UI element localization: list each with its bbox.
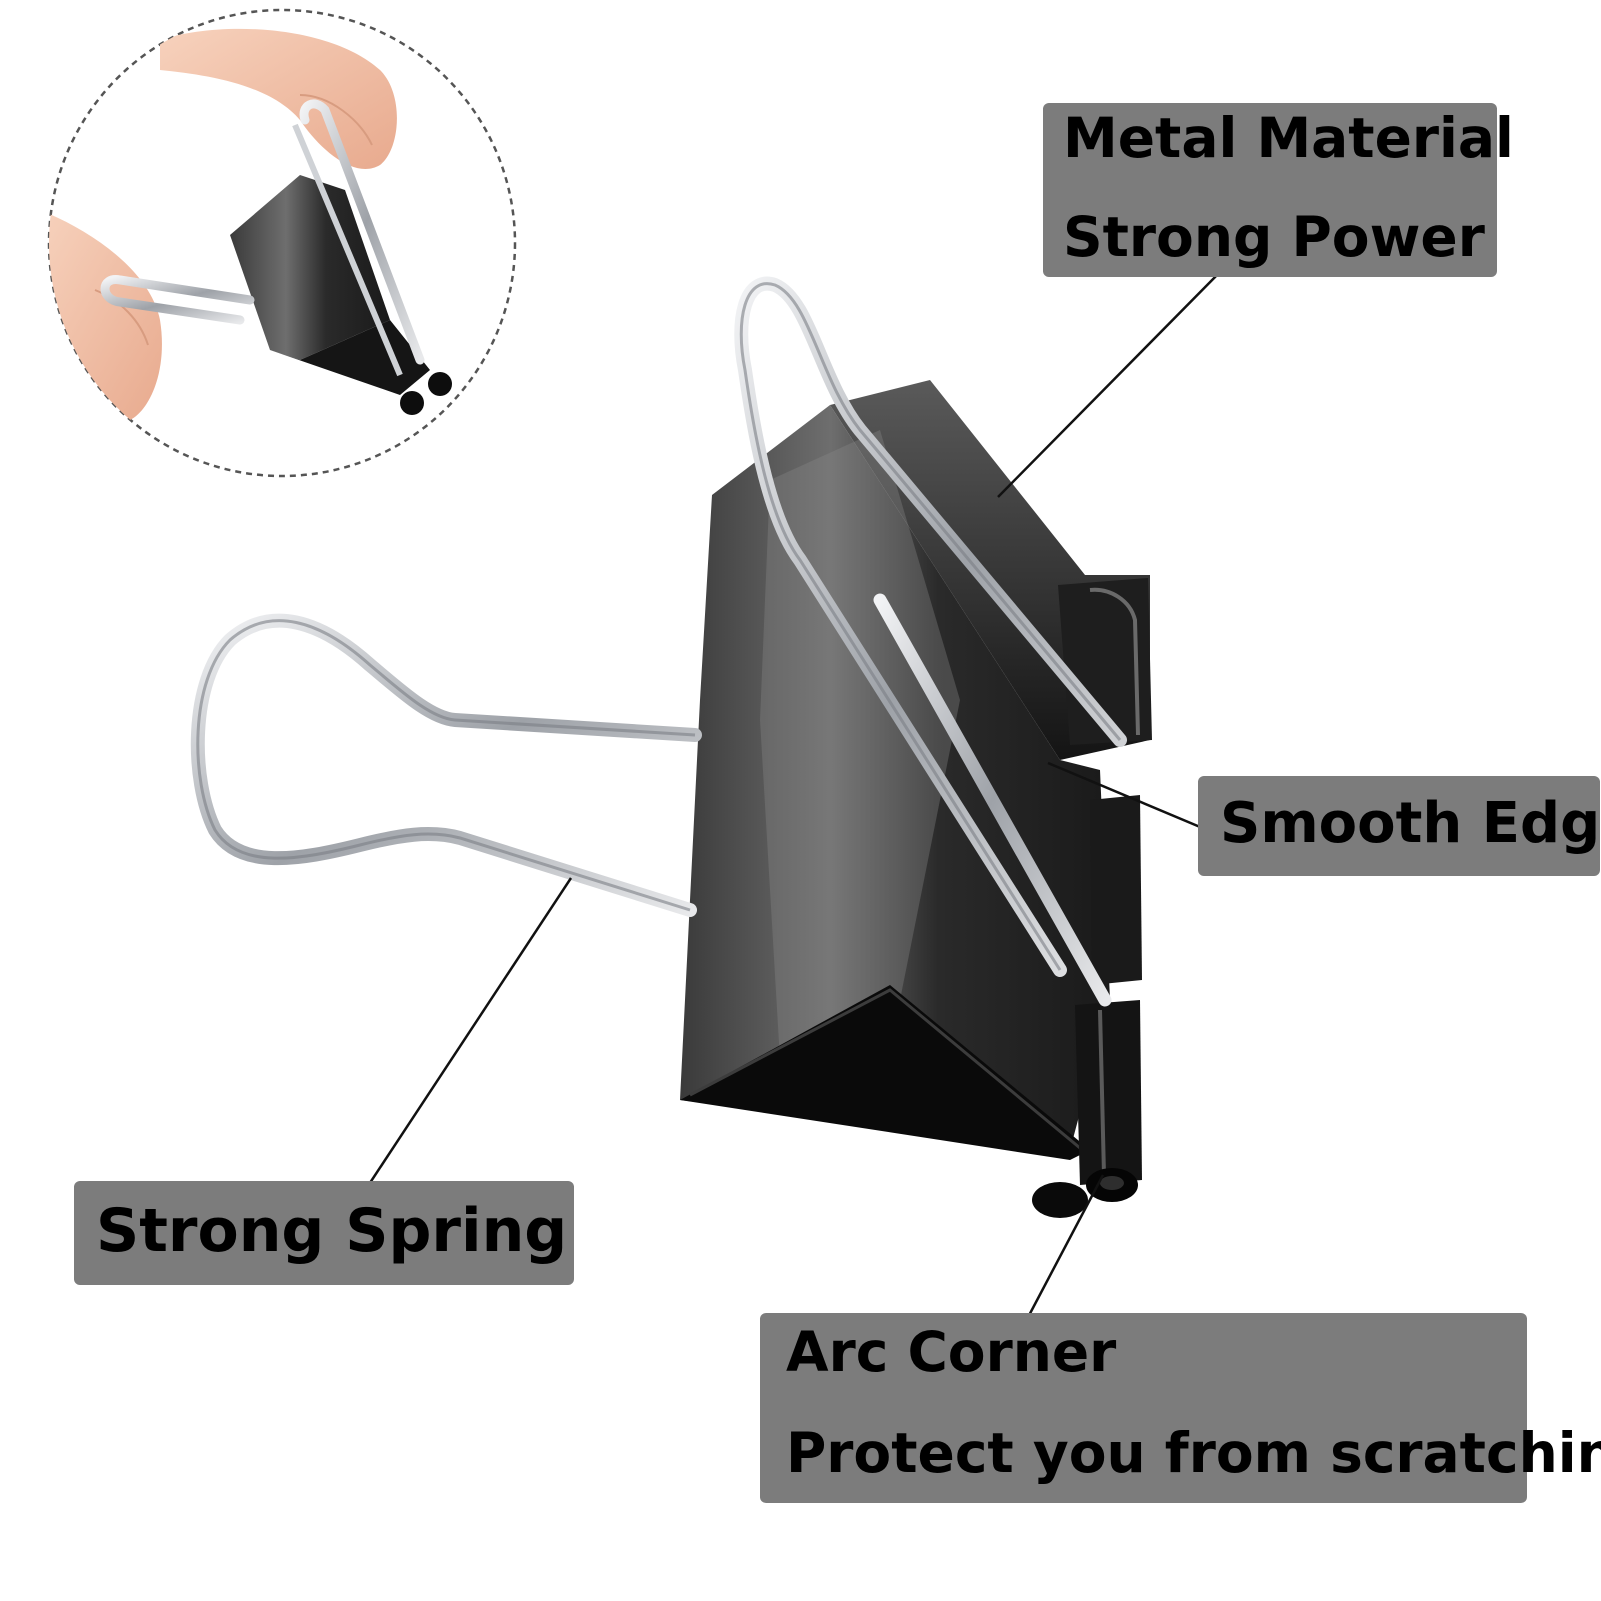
hand-squeezing-clip-inset [47,8,517,478]
callout-metal-material-line2: Strong Power [1063,205,1485,269]
leader-metal-material [997,269,1223,498]
callout-leader-lines [360,269,1223,1324]
binder-clip-illustration [190,276,1152,1218]
callout-smooth-edge: Smooth Edge [1198,776,1601,876]
leader-strong-spring [360,877,573,1196]
callout-strong-spring-line1: Strong Spring [96,1196,568,1266]
callout-metal-material-line1: Metal Material [1063,106,1514,170]
leader-smooth-edge [1047,761,1213,834]
callout-arc-corner: Arc Corner Protect you from scratching [760,1313,1601,1503]
leader-arc-corner [1023,1174,1105,1324]
callout-arc-corner-line1: Arc Corner [786,1320,1117,1384]
callout-arc-corner-line2: Protect you from scratching [786,1421,1601,1485]
callout-strong-spring: Strong Spring [74,1181,574,1285]
callout-metal-material: Metal Material Strong Power [1043,103,1514,277]
callout-smooth-edge-line1: Smooth Edge [1220,791,1601,856]
